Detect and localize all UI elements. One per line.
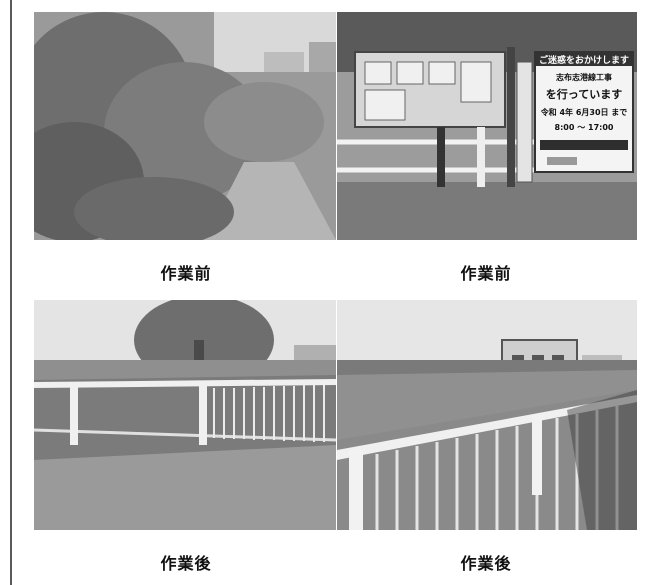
sign-line1: 志布志港線工事	[556, 72, 612, 82]
photo-after-river	[337, 300, 637, 530]
photo-before-signboard: ご迷惑をおかけします 志布志港線工事 を行っています 令和 4年 6月30日 ま…	[337, 12, 637, 240]
caption-after-right: 作業後	[460, 554, 512, 573]
caption-before-left: 作業前	[160, 264, 212, 283]
sign-line3: 令和 4年 6月30日 まで	[540, 107, 628, 117]
caption-after-left: 作業後	[160, 554, 212, 573]
page-border	[10, 0, 12, 585]
sign-line4: 8:00 〜 17:00	[555, 123, 614, 132]
caption-before-right: 作業前	[460, 264, 512, 283]
sign-line2: を行っています	[546, 87, 622, 101]
sign-header: ご迷惑をおかけします	[539, 54, 629, 66]
photo-before-vegetation	[34, 12, 336, 240]
photo-after-railing	[34, 300, 336, 530]
